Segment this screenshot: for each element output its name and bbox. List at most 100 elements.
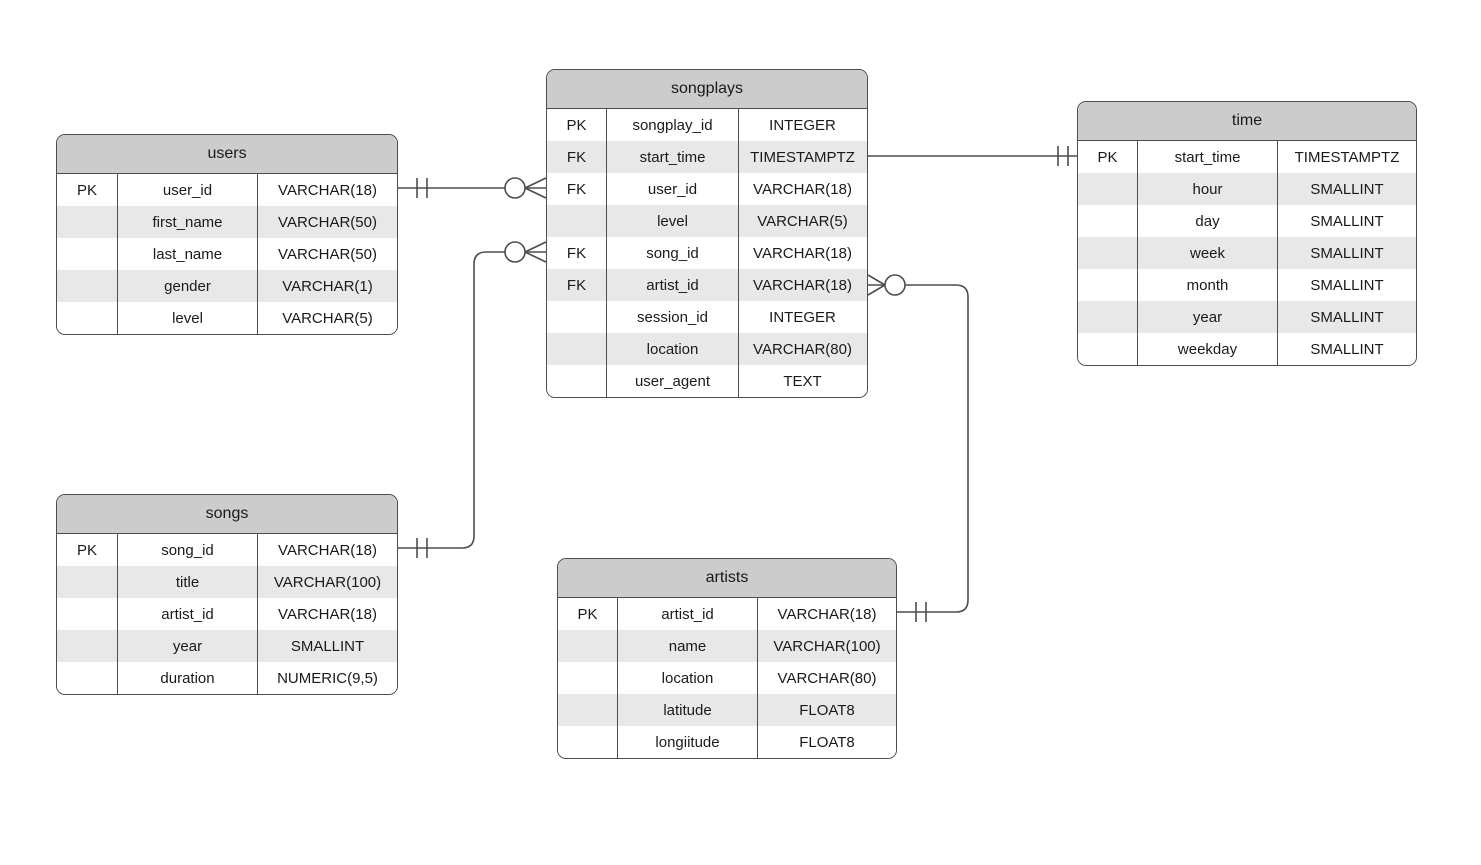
row-key [547,205,607,237]
entity-title-time: time [1078,102,1416,141]
row-key [57,598,118,630]
row-field-name: user_id [118,174,258,206]
table-row[interactable]: FK user_id VARCHAR(18) [547,173,867,205]
table-row[interactable]: year SMALLINT [57,630,397,662]
row-key [1078,333,1138,365]
row-key [1078,237,1138,269]
row-field-name: first_name [118,206,258,238]
table-row[interactable]: PK song_id VARCHAR(18) [57,534,397,566]
row-key [1078,173,1138,205]
row-field-name: song_id [118,534,258,566]
row-field-name: duration [118,662,258,694]
connector-songplays-time [854,145,1077,167]
table-row[interactable]: month SMALLINT [1078,269,1416,301]
entity-time[interactable]: time PK start_time TIMESTAMPTZ hour SMAL… [1077,101,1417,366]
row-field-name: location [618,662,758,694]
row-field-type: VARCHAR(18) [753,244,852,262]
table-row[interactable]: year SMALLINT [1078,301,1416,333]
row-key [1078,269,1138,301]
entity-songs[interactable]: songs PK song_id VARCHAR(18) title VARCH… [56,494,398,695]
entity-songplays[interactable]: songplays PK songplay_id INTEGER FK star… [546,69,868,398]
table-row[interactable]: PK songplay_id INTEGER [547,109,867,141]
row-field-name: user_agent [607,365,739,397]
row-field-name: weekday [1138,333,1278,365]
table-row[interactable]: location VARCHAR(80) [558,662,896,694]
row-key [558,662,618,694]
entity-users[interactable]: users PK user_id VARCHAR(18) first_name … [56,134,398,335]
table-row[interactable]: level VARCHAR(5) [547,205,867,237]
row-key: PK [1078,141,1138,173]
row-field-type: VARCHAR(100) [773,637,881,655]
table-row[interactable]: gender VARCHAR(1) [57,270,397,302]
row-field-name: week [1138,237,1278,269]
table-row[interactable]: week SMALLINT [1078,237,1416,269]
table-row[interactable]: artist_id VARCHAR(18) [57,598,397,630]
table-row[interactable]: PK artist_id VARCHAR(18) [558,598,896,630]
table-row[interactable]: user_agent TEXT [547,365,867,397]
row-field-type: VARCHAR(5) [282,309,373,327]
row-field-name: name [618,630,758,662]
row-field-name: latitude [618,694,758,726]
entity-artists[interactable]: artists PK artist_id VARCHAR(18) name VA… [557,558,897,759]
entity-title-songplays: songplays [547,70,867,109]
table-row[interactable]: last_name VARCHAR(50) [57,238,397,270]
row-field-type: NUMERIC(9,5) [277,669,378,687]
row-field-type: SMALLINT [1310,212,1384,230]
table-row[interactable]: hour SMALLINT [1078,173,1416,205]
table-row[interactable]: latitude FLOAT8 [558,694,896,726]
row-field-name: month [1138,269,1278,301]
row-field-type: VARCHAR(80) [753,340,852,358]
row-field-type: VARCHAR(18) [278,181,377,199]
entity-title-songs: songs [57,495,397,534]
table-row[interactable]: PK start_time TIMESTAMPTZ [1078,141,1416,173]
row-field-type: FLOAT8 [799,701,855,719]
row-field-name: songplay_id [607,109,739,141]
table-row[interactable]: name VARCHAR(100) [558,630,896,662]
row-field-name: gender [118,270,258,302]
row-field-type: INTEGER [769,116,836,134]
row-key [558,694,618,726]
row-key [1078,205,1138,237]
table-row[interactable]: location VARCHAR(80) [547,333,867,365]
row-field-name: title [118,566,258,598]
row-field-type: SMALLINT [1310,180,1384,198]
table-row[interactable]: FK artist_id VARCHAR(18) [547,269,867,301]
row-key [57,662,118,694]
row-field-type: VARCHAR(50) [278,245,377,263]
table-row[interactable]: first_name VARCHAR(50) [57,206,397,238]
row-field-name: last_name [118,238,258,270]
row-field-type: TEXT [783,372,822,390]
table-row[interactable]: duration NUMERIC(9,5) [57,662,397,694]
table-row[interactable]: longiitude FLOAT8 [558,726,896,758]
row-field-type: TIMESTAMPTZ [750,148,855,166]
table-row[interactable]: FK start_time TIMESTAMPTZ [547,141,867,173]
table-row[interactable]: title VARCHAR(100) [57,566,397,598]
row-field-name: session_id [607,301,739,333]
row-key: FK [547,237,607,269]
row-key [558,726,618,758]
row-key [57,206,118,238]
row-field-type: VARCHAR(18) [753,276,852,294]
row-key: FK [547,141,607,173]
row-field-type: SMALLINT [290,637,365,655]
row-field-name: user_id [607,173,739,205]
table-row[interactable]: level VARCHAR(5) [57,302,397,334]
row-field-type: FLOAT8 [799,733,855,751]
table-row[interactable]: FK song_id VARCHAR(18) [547,237,867,269]
row-key [547,333,607,365]
row-field-name: location [607,333,739,365]
row-key: FK [547,173,607,205]
row-key [57,302,118,334]
row-field-type: SMALLINT [1310,340,1384,358]
row-key [1078,301,1138,333]
row-field-type: TIMESTAMPTZ [1294,148,1400,166]
table-row[interactable]: weekday SMALLINT [1078,333,1416,365]
row-key [558,630,618,662]
table-row[interactable]: session_id INTEGER [547,301,867,333]
table-row[interactable]: day SMALLINT [1078,205,1416,237]
row-field-name: song_id [607,237,739,269]
row-key [57,630,118,662]
row-field-type: VARCHAR(18) [753,180,852,198]
table-row[interactable]: PK user_id VARCHAR(18) [57,174,397,206]
